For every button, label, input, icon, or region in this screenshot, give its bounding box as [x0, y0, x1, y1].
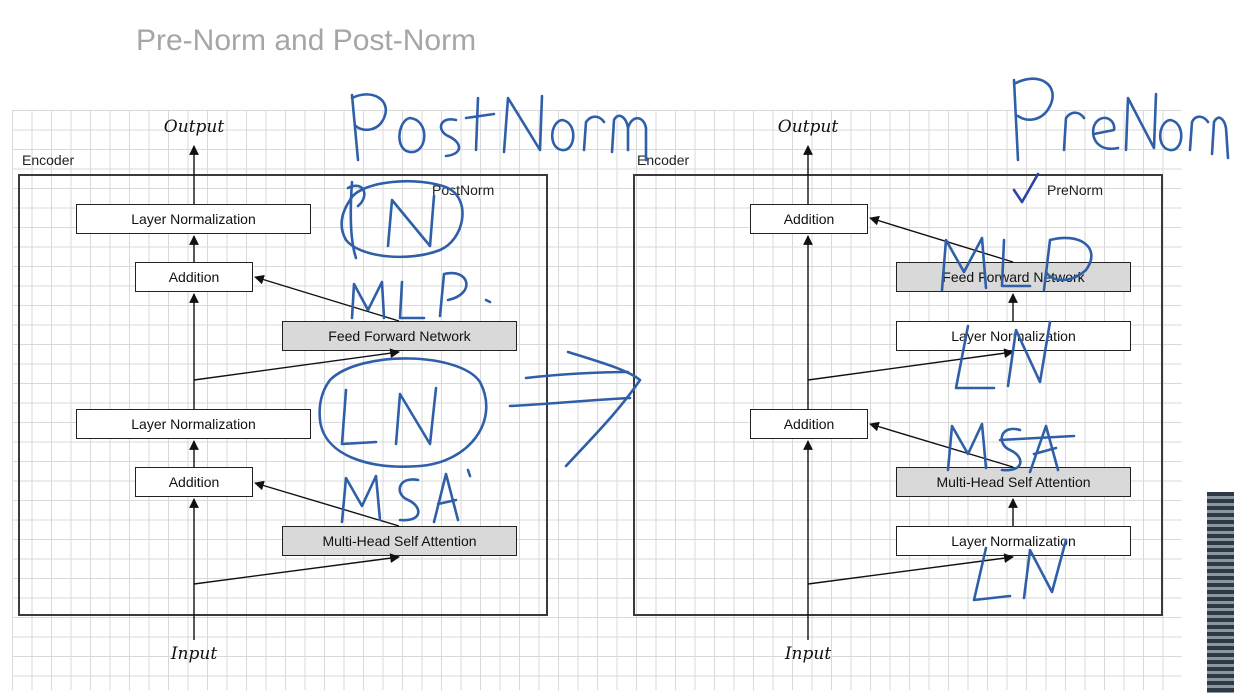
postnorm-mhsa-block: Multi-Head Self Attention [282, 526, 517, 556]
postnorm-ffn-to-add2 [254, 274, 400, 322]
prenorm-addition-1-block: Addition [750, 409, 868, 439]
side-thumbnail-image [1207, 492, 1234, 693]
postnorm-branch-to-ffn [193, 348, 400, 381]
postnorm-input-label: Input [170, 644, 218, 664]
postnorm-encoder-label: Encoder [22, 152, 75, 168]
prenorm-mhsa-block: Multi-Head Self Attention [896, 467, 1131, 497]
postnorm-addition-1-block: Addition [135, 467, 253, 497]
postnorm-addition-2-block: Addition [135, 262, 253, 292]
postnorm-mhsa-to-add1 [254, 480, 400, 527]
prenorm-branch-to-ln2 [807, 348, 1014, 381]
prenorm-input-label: Input [784, 644, 832, 664]
postnorm-layer-norm-2-block: Layer Normalization [76, 204, 311, 234]
postnorm-layer-norm-1-block: Layer Normalization [76, 409, 311, 439]
prenorm-ffn-to-add2 [869, 215, 1014, 263]
postnorm-ffn-block: Feed Forward Network [282, 321, 517, 351]
prenorm-mhsa-to-add1 [869, 421, 1014, 468]
postnorm-encoder-box [18, 174, 548, 616]
prenorm-output-label: Output [777, 117, 839, 137]
postnorm-branch-to-mhsa [193, 553, 400, 585]
postnorm-output-label: Output [163, 117, 225, 137]
prenorm-branch-to-ln1 [807, 553, 1014, 585]
prenorm-variant-label: PreNorm [1047, 182, 1104, 198]
prenorm-addition-2-block: Addition [750, 204, 868, 234]
slide-title: Pre-Norm and Post-Norm [136, 24, 477, 57]
prenorm-encoder-label: Encoder [637, 152, 690, 168]
